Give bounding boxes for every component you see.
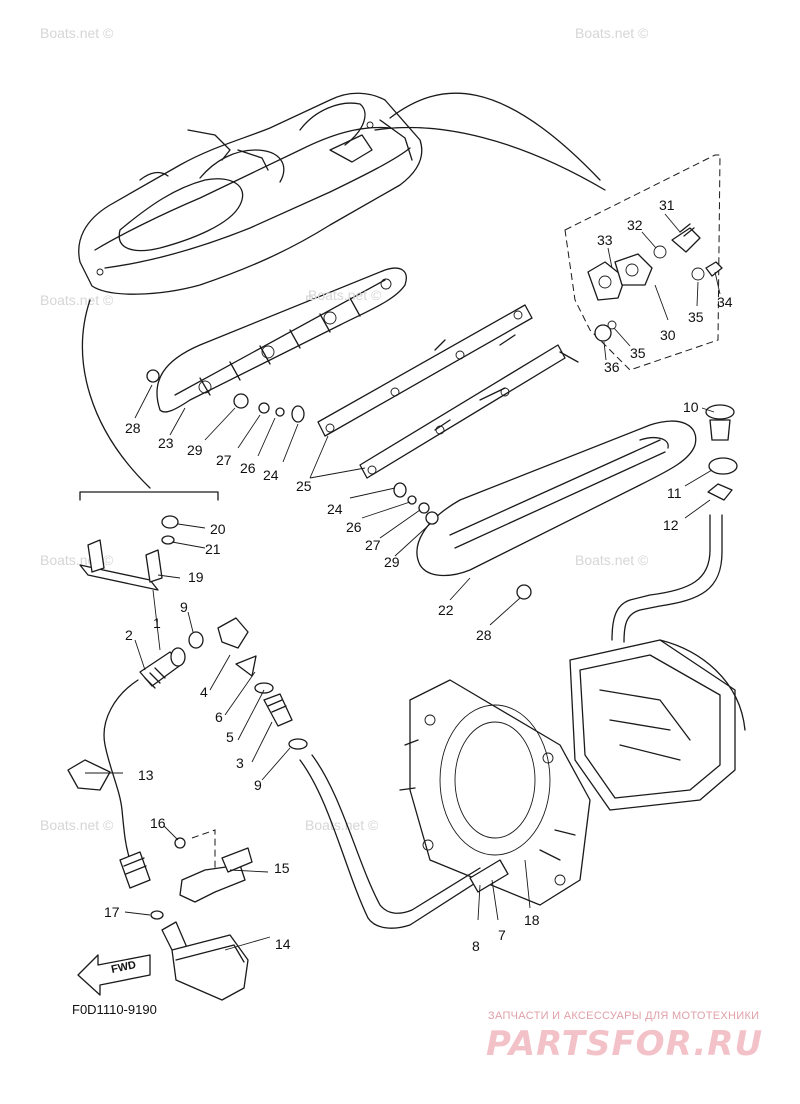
watermark: Boats.net ©	[40, 817, 114, 833]
bilge-hose	[623, 514, 723, 643]
callout-7: 7	[498, 927, 506, 943]
leader-curve	[389, 92, 601, 181]
callout-35: 35	[688, 309, 704, 325]
callout-16: 16	[150, 815, 166, 831]
callout-33: 33	[597, 232, 613, 248]
callout-32: 32	[627, 217, 643, 233]
callout-31: 31	[659, 197, 675, 213]
callout-24: 24	[263, 467, 279, 483]
callout-26-lower: 26	[346, 519, 362, 535]
callout-8: 8	[472, 938, 480, 954]
detail-parts-30-36	[587, 223, 723, 342]
callout-28: 28	[125, 420, 141, 436]
intake-duct-plate	[399, 679, 591, 906]
bilge-hose	[611, 514, 711, 641]
fwd-label: FWD	[110, 959, 137, 976]
callout-1: 1	[153, 615, 161, 631]
callout-6: 6	[215, 709, 223, 725]
brand-subtitle: ЗАПЧАСТИ И АКСЕССУАРЫ ДЛЯ МОТОТЕХНИКИ	[488, 1010, 760, 1022]
intake-hose-7-8	[311, 754, 481, 914]
drawing-code: F0D1110-9190	[72, 1002, 157, 1017]
callout-12: 12	[663, 517, 679, 533]
callout-29: 29	[187, 442, 203, 458]
jet-pump-housing	[569, 639, 746, 811]
callout-22: 22	[438, 602, 454, 618]
callout-11: 11	[667, 485, 682, 501]
callout-27: 27	[216, 452, 232, 468]
hose-fitting-bracket	[79, 491, 219, 591]
hardware-stack-left	[146, 369, 305, 423]
callout-2: 2	[125, 627, 133, 643]
callout-27-lower: 27	[365, 537, 381, 553]
callout-9: 9	[180, 599, 188, 615]
forward-direction-arrow: FWD	[77, 954, 151, 996]
callout-17: 17	[104, 904, 120, 920]
detail-bracket-line	[79, 491, 219, 501]
callout-21: 21	[205, 541, 221, 557]
callout-13: 13	[138, 767, 154, 783]
callout-20: 20	[210, 521, 226, 537]
callout-28-lower: 28	[476, 627, 492, 643]
callout-25: 25	[296, 478, 312, 494]
callout-leaders	[85, 213, 721, 951]
callout-3: 3	[236, 755, 244, 771]
mounting-brackets	[317, 304, 579, 479]
callout-numbers: 1 2 3 4 5 6 7 8 9 9 10 11 12 13 14 15 16…	[104, 197, 733, 954]
intake-hose-7-8	[299, 759, 481, 929]
callout-10: 10	[683, 399, 699, 415]
watermark: Boats.net ©	[305, 817, 379, 833]
callout-19: 19	[188, 569, 204, 585]
detail-box-outline	[564, 154, 721, 371]
watermark: Boats.net ©	[575, 25, 649, 41]
callout-4: 4	[200, 684, 208, 700]
callout-15: 15	[274, 860, 290, 876]
watermark: Boats.net ©	[40, 25, 114, 41]
watercraft-illustration	[78, 92, 423, 295]
drain-plug-assembly	[705, 404, 738, 501]
cooling-line-parts	[67, 617, 308, 889]
callout-24-lower: 24	[327, 501, 343, 517]
callout-23: 23	[158, 435, 174, 451]
watermark: Boats.net ©	[308, 287, 382, 303]
callout-18: 18	[524, 912, 540, 928]
callout-29-lower: 29	[384, 554, 400, 570]
leader-curve	[81, 299, 151, 489]
leader-curve	[374, 126, 606, 191]
intake-grate: Boats.net ©	[156, 267, 407, 413]
callout-9-lower: 9	[254, 777, 262, 793]
callout-30: 30	[660, 327, 676, 343]
callout-5: 5	[226, 729, 234, 745]
watermark: Boats.net ©	[575, 552, 649, 568]
callout-14: 14	[275, 936, 291, 952]
brand-logo: PARTSFOR.RU	[486, 1024, 764, 1064]
callout-36: 36	[604, 359, 620, 375]
ride-plate	[416, 420, 697, 577]
watermark: Boats.net ©	[40, 292, 114, 308]
callout-34: 34	[717, 294, 733, 310]
callout-26: 26	[240, 460, 256, 476]
filter-and-clamp-parts	[150, 829, 253, 1001]
callout-35-lower: 35	[630, 345, 646, 361]
hardware-stack-right	[393, 482, 532, 600]
